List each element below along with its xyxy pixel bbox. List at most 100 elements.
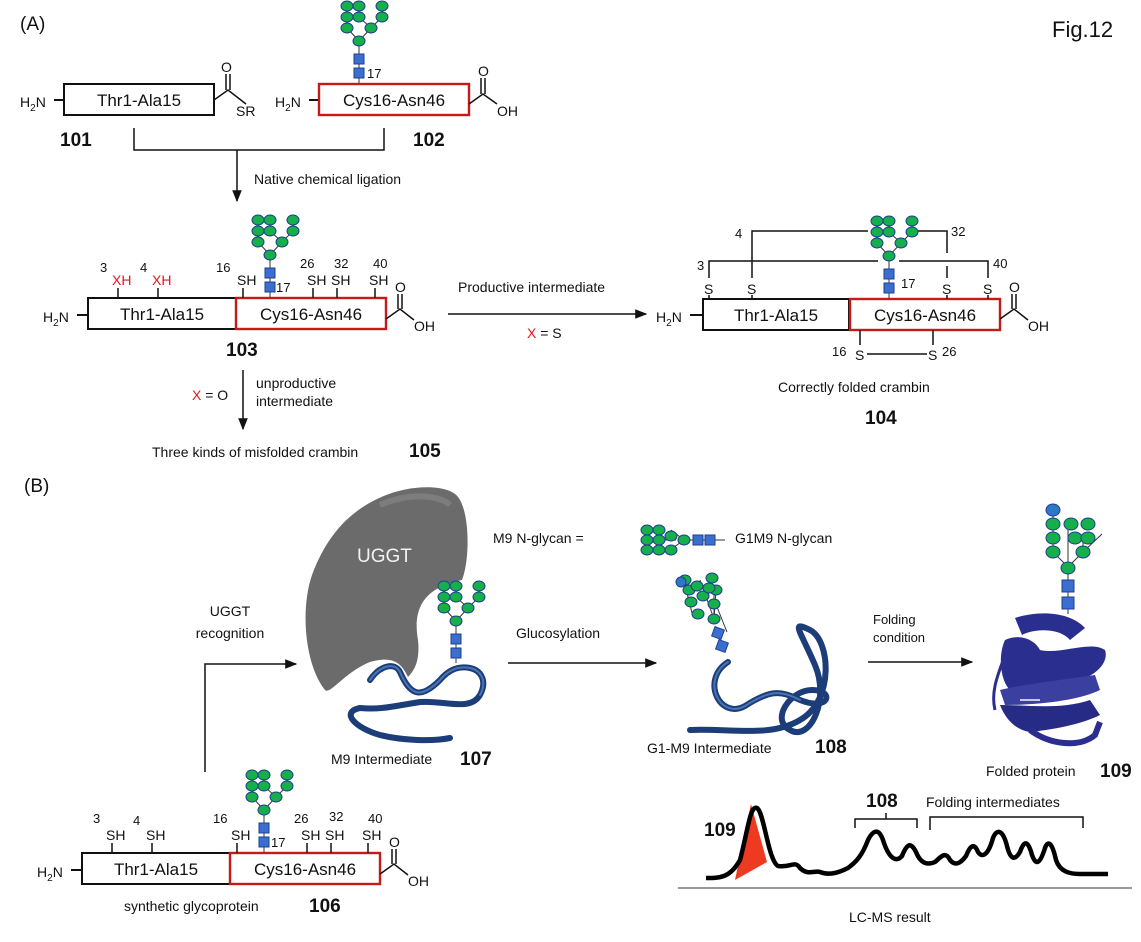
- svg-text:3: 3: [697, 258, 704, 273]
- compound-id-108: 108: [815, 737, 847, 758]
- compound-101: H2N Thr1-Ala15 O SR 101: [20, 59, 255, 151]
- glucosylation-label: Glucosylation: [516, 625, 600, 641]
- compound-104: H2N Thr1-Ala15 Cys16-Asn46 S S 3 40 S S …: [656, 215, 1049, 429]
- lcms-chromatogram: 109 108 Folding intermediates LC-MS resu…: [678, 791, 1132, 925]
- svg-text:32: 32: [329, 809, 343, 824]
- peptide-box-cys16-asn46: [848, 297, 1002, 332]
- svg-text:Thr1-Ala15: Thr1-Ala15: [114, 860, 198, 879]
- peak-label-108: 108: [866, 791, 898, 812]
- svg-text:17: 17: [276, 280, 290, 295]
- compound-id-107: 107: [460, 749, 492, 770]
- enzyme-label: UGGT: [357, 546, 412, 567]
- bracket-folding-intermediates: [929, 816, 1084, 830]
- bracket-108: [854, 818, 918, 828]
- lcms-title: LC-MS result: [849, 909, 931, 925]
- compound-105-name: Three kinds of misfolded crambin: [152, 444, 358, 460]
- svg-text:SH: SH: [231, 827, 250, 843]
- peptide-box-thr1-ala15: [702, 298, 850, 331]
- svg-text:S: S: [983, 281, 992, 297]
- svg-text:SH: SH: [362, 827, 381, 843]
- svg-text:H2N: H2N: [656, 309, 682, 329]
- svg-text:OH: OH: [497, 103, 518, 119]
- svg-text:Cys16-Asn46: Cys16-Asn46: [874, 306, 976, 325]
- svg-text:40: 40: [993, 256, 1007, 271]
- unfolded-protein-108: [687, 623, 830, 735]
- svg-text:3: 3: [100, 260, 107, 275]
- peak-label-109: 109: [704, 820, 736, 841]
- m9-glycan-icon: [245, 769, 294, 853]
- peptide-box-cys16-asn46: [228, 851, 382, 886]
- svg-text:32: 32: [334, 256, 348, 271]
- svg-text:O: O: [478, 63, 489, 79]
- svg-text:O: O: [389, 834, 400, 850]
- peptide-box-cys16-asn46: [234, 296, 388, 331]
- svg-text:SH: SH: [307, 272, 326, 288]
- peak-109-fill: [735, 804, 767, 880]
- uggt-enzyme: UGGT: [305, 487, 468, 691]
- compound-106: H2N Thr1-Ala15 Cys16-Asn46 3 SH 4 SH 16 …: [37, 769, 429, 917]
- svg-text:S: S: [747, 281, 756, 297]
- svg-text:unproductive: unproductive: [256, 375, 336, 391]
- unproductive-condition: X = O: [192, 387, 228, 403]
- disulfide-3-40: [708, 260, 878, 278]
- svg-text:H2N: H2N: [275, 94, 301, 114]
- svg-text:OH: OH: [414, 318, 435, 334]
- svg-text:26: 26: [294, 811, 308, 826]
- recognition-arrow: [204, 659, 298, 772]
- svg-text:3: 3: [93, 811, 100, 826]
- compound-103: H2N Thr1-Ala15 Cys16-Asn46 3 XH 4 XH 16 …: [43, 214, 435, 361]
- compound-107-name: M9 Intermediate: [331, 751, 432, 767]
- svg-text:32: 32: [951, 224, 965, 239]
- panel-label-a: (A): [20, 14, 45, 35]
- svg-text:H2N: H2N: [43, 309, 69, 329]
- svg-text:OH: OH: [408, 873, 429, 889]
- svg-text:Thr1-Ala15: Thr1-Ala15: [734, 306, 818, 325]
- legend-m9: M9 N-glycan =: [493, 530, 584, 546]
- n-terminus-label: H2N: [20, 94, 46, 114]
- svg-text:OH: OH: [1028, 318, 1049, 334]
- chromatogram-trace: [705, 805, 1108, 881]
- compound-id-103: 103: [226, 340, 258, 361]
- svg-text:recognition: recognition: [196, 625, 265, 641]
- residue-4-group: XH: [152, 272, 171, 288]
- svg-text:S: S: [855, 347, 864, 363]
- svg-text:4: 4: [735, 226, 742, 241]
- svg-text:16: 16: [832, 344, 846, 359]
- compound-id-101: 101: [60, 130, 92, 151]
- compound-id-106: 106: [309, 896, 341, 917]
- svg-text:UGGT: UGGT: [210, 603, 251, 619]
- svg-text:condition: condition: [873, 630, 925, 645]
- svg-text:Folding: Folding: [873, 612, 916, 627]
- compound-108-name: G1-M9 Intermediate: [647, 740, 772, 756]
- productive-condition: X = S: [527, 325, 562, 341]
- svg-text:O: O: [1009, 279, 1020, 295]
- panel-label-b: (B): [24, 476, 49, 497]
- svg-text:4: 4: [140, 260, 147, 275]
- svg-text:S: S: [928, 347, 937, 363]
- svg-text:40: 40: [368, 811, 382, 826]
- svg-text:intermediate: intermediate: [256, 393, 333, 409]
- thioester-label: SR: [236, 103, 255, 119]
- svg-text:S: S: [942, 281, 951, 297]
- svg-text:SH: SH: [106, 827, 125, 843]
- compound-id-109: 109: [1100, 761, 1132, 782]
- legend-g1m9: G1M9 N-glycan: [735, 530, 832, 546]
- compound-106-name: synthetic glycoprotein: [124, 898, 259, 914]
- carbonyl-oxygen: O: [221, 59, 232, 75]
- compound-109-name: Folded protein: [986, 763, 1076, 779]
- disulfide-4-32: [751, 230, 868, 278]
- svg-text:16: 16: [216, 260, 230, 275]
- svg-text:Cys16-Asn46: Cys16-Asn46: [343, 91, 445, 110]
- svg-text:26: 26: [942, 344, 956, 359]
- compound-id-104: 104: [865, 408, 897, 429]
- ligation-label: Native chemical ligation: [254, 171, 401, 187]
- residue-3-group: XH: [112, 272, 131, 288]
- compound-id-105: 105: [409, 441, 441, 462]
- svg-text:SH: SH: [369, 272, 388, 288]
- svg-text:O: O: [395, 279, 406, 295]
- figure-label: Fig.12: [1052, 17, 1113, 42]
- svg-text:SH: SH: [325, 827, 344, 843]
- peptide-box-cys16-asn46: [317, 82, 471, 117]
- folded-protein-109: [992, 503, 1106, 747]
